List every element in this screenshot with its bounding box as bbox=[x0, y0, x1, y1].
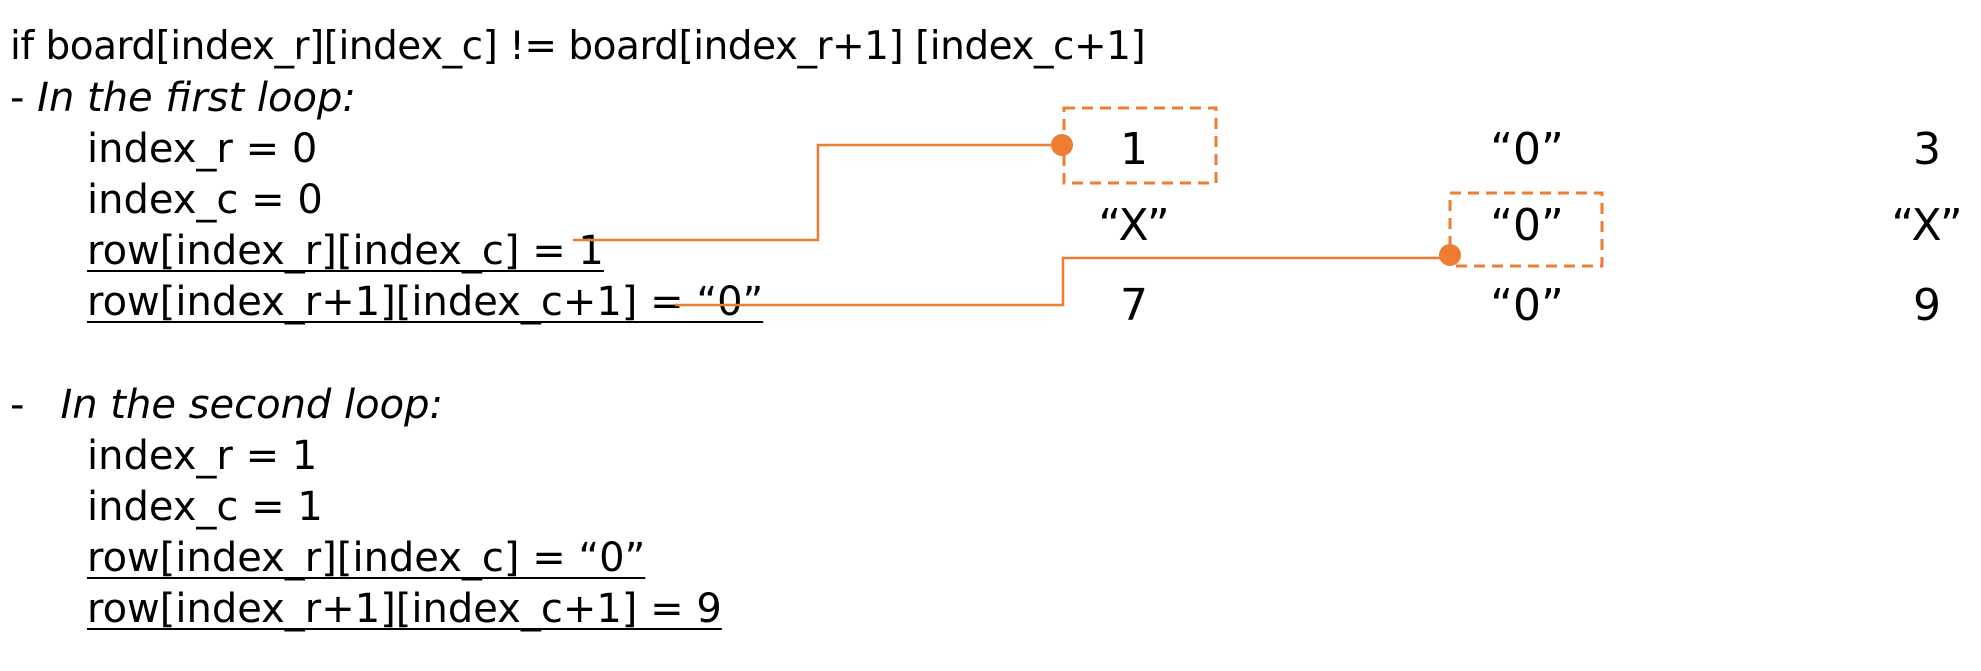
first-loop-dash: - bbox=[10, 75, 38, 121]
condition-statement: if board[index_r][index_c] != board[inde… bbox=[10, 24, 1146, 69]
board-cell-0-0: 1 bbox=[1120, 124, 1148, 175]
board-cell-1-1: “0” bbox=[1490, 200, 1564, 251]
connector-line-first-value bbox=[573, 143, 1062, 242]
highlight-box-cell-1-1 bbox=[1448, 191, 1604, 268]
highlight-box-cell-0-0 bbox=[1062, 106, 1218, 185]
board-cell-0-2: 3 bbox=[1913, 124, 1941, 175]
board-cell-2-1: “0” bbox=[1490, 280, 1564, 331]
first-loop-index-r: index_r = 0 bbox=[87, 126, 318, 172]
second-loop-dash: - bbox=[10, 382, 25, 428]
connector-line-second-value bbox=[675, 256, 1450, 307]
second-loop-index-r: index_r = 1 bbox=[87, 433, 318, 479]
board-cell-2-2: 9 bbox=[1913, 280, 1941, 331]
connector-dot-cell-1-1 bbox=[1439, 244, 1461, 266]
first-loop-row-value: row[index_r][index_c] = 1 bbox=[87, 228, 604, 274]
connector-dot-cell-0-0 bbox=[1051, 134, 1073, 156]
first-loop-index-c: index_c = 0 bbox=[87, 177, 323, 223]
second-loop-label: In the second loop: bbox=[60, 382, 443, 428]
second-loop-heading: -In the second loop: bbox=[10, 382, 443, 428]
first-loop-label: In the first loop: bbox=[37, 75, 356, 121]
board-cell-1-0: “X” bbox=[1098, 200, 1170, 251]
board-cell-0-1: “0” bbox=[1490, 124, 1564, 175]
first-loop-next-row-value: row[index_r+1][index_c+1] = “0” bbox=[87, 279, 764, 325]
second-loop-row-value: row[index_r][index_c] = “0” bbox=[87, 535, 646, 581]
second-loop-next-row-value: row[index_r+1][index_c+1] = 9 bbox=[87, 586, 722, 632]
board-cell-1-2: “X” bbox=[1891, 200, 1963, 251]
second-loop-index-c: index_c = 1 bbox=[87, 484, 323, 530]
first-loop-heading: - In the first loop: bbox=[10, 75, 356, 121]
board-cell-2-0: 7 bbox=[1120, 280, 1148, 331]
